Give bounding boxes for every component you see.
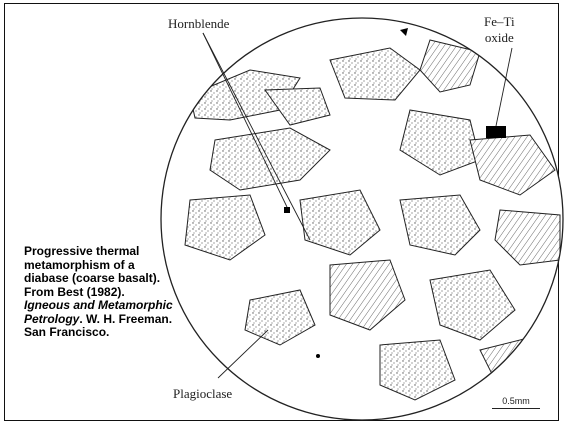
feti-oxide-grain (486, 126, 506, 138)
feti-oxide-label: Fe–Ti oxide (484, 14, 515, 46)
scale-label: 0.5mm (492, 396, 540, 406)
scale-bar (492, 408, 540, 409)
feti-label-line2: oxide (484, 30, 515, 46)
plagioclase-label: Plagioclase (173, 386, 232, 402)
caption-text-1: Progressive thermal metamorphism of a di… (24, 244, 160, 299)
feti-label-line1: Fe–Ti (484, 14, 515, 30)
hornblende-label: Hornblende (168, 16, 229, 32)
figure-caption: Progressive thermal metamorphism of a di… (24, 245, 174, 340)
